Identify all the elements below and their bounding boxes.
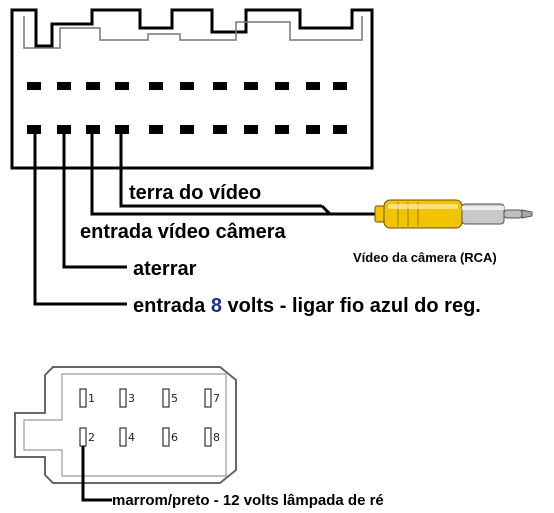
connector-a: [10, 8, 374, 170]
pin-slot-1: [79, 388, 87, 408]
label-aterrar: aterrar: [133, 258, 197, 280]
pin-number: 5: [171, 392, 178, 405]
pin-slot: [57, 82, 71, 90]
pin-number: 7: [213, 392, 220, 405]
pin-slot: [213, 125, 227, 134]
wire-marrom-preto: [81, 446, 112, 502]
pin-slot-7: [204, 388, 212, 408]
pin-slot-8: [204, 427, 212, 447]
connector-a-wires: [33, 134, 378, 306]
pin-slot: [333, 82, 347, 90]
wire-to-rca: [320, 204, 378, 216]
connector-a-inner-ridge: [23, 16, 363, 49]
label-entrada-8-volts: entrada 8 volts - ligar fio azul do reg.: [133, 295, 481, 317]
connector-b-inner: [23, 373, 227, 477]
pin-slot: [115, 82, 129, 90]
pin-slot: [86, 125, 100, 134]
pin-slot: [306, 82, 320, 90]
pin-slot: [180, 82, 194, 90]
pin-slot-3: [119, 388, 127, 408]
rca-plug-icon: [374, 199, 533, 229]
pin-slot: [57, 125, 71, 134]
pin-slot: [180, 125, 194, 134]
connector-b-pin-numbers: 1 3 5 7 2 4 6 8: [88, 392, 220, 444]
pin-number: 2: [88, 431, 95, 444]
pin-slot: [244, 82, 258, 90]
wire-aterrar: [62, 134, 127, 269]
pin-slot: [306, 125, 320, 134]
label-marrom-preto: marrom/preto - 12 volts lâmpada de ré: [112, 492, 384, 509]
pin-slot: [149, 125, 163, 134]
pin-slot-2: [79, 427, 87, 447]
rca-pin: [503, 209, 523, 219]
pin-slot: [275, 82, 289, 90]
pin-slot: [27, 82, 41, 90]
pin-number: 1: [88, 392, 95, 405]
pin-slot: [333, 125, 347, 134]
connector-b-housing: [14, 366, 237, 484]
pin-slot: [244, 125, 258, 134]
connector-a-pin-row-bottom: [27, 125, 347, 134]
pin-number: 8: [213, 431, 220, 444]
wire-entrada-video-camera: [90, 134, 330, 216]
pin-number: 4: [128, 431, 135, 444]
label-terra-do-video: terra do vídeo: [129, 182, 261, 204]
pin-slot: [86, 82, 100, 90]
pin-slot: [27, 125, 41, 134]
pin-slot-6: [162, 427, 170, 447]
pin-number: 3: [128, 392, 135, 405]
pin-slot-4: [119, 427, 127, 447]
pin-slot-5: [162, 388, 170, 408]
pin-slot: [213, 82, 227, 90]
pin-slot: [115, 125, 129, 134]
connector-b: 1 3 5 7 2 4 6 8: [14, 366, 237, 484]
label-rca: Vídeo da câmera (RCA): [353, 250, 497, 265]
label-volts-suffix: volts - ligar fio azul do reg.: [222, 295, 481, 317]
label-8-number: 8: [211, 295, 222, 317]
rca-tip: [521, 209, 533, 219]
wire-entrada-8-volts: [33, 134, 127, 306]
pin-slot: [149, 82, 163, 90]
label-entrada-video-camera: entrada vídeo câmera: [80, 221, 287, 243]
pin-number: 6: [171, 431, 178, 444]
label-entrada-prefix: entrada: [133, 295, 211, 317]
connector-b-pins: [79, 388, 212, 447]
pin-slot: [275, 125, 289, 134]
wire-terra-do-video: [119, 134, 322, 208]
connector-a-pin-row-top: [27, 82, 347, 90]
